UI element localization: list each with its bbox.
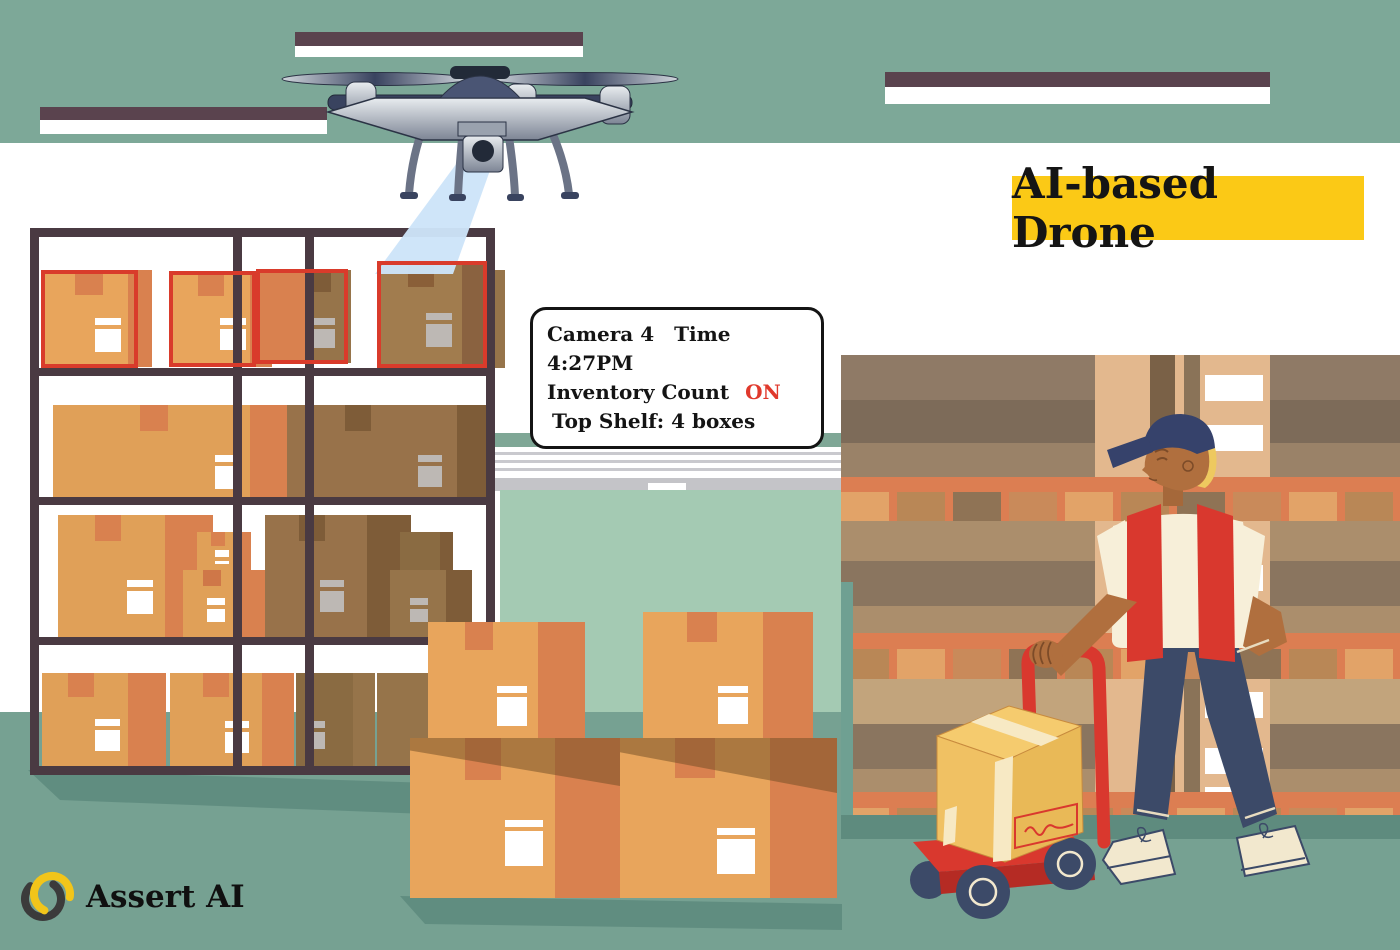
cardboard-box — [58, 515, 165, 637]
title-banner: AI-based Drone — [1012, 159, 1364, 257]
cardboard-box — [197, 532, 237, 570]
shelf-count-label: Top Shelf: 4 boxes — [552, 409, 756, 433]
cardboard-box — [45, 270, 128, 367]
cardboard-box — [428, 622, 538, 738]
ceiling-light — [295, 32, 583, 57]
camera-panel-line3: Top Shelf: 4 boxes — [547, 407, 809, 436]
cardboard-box — [42, 673, 128, 766]
inventory-label: Inventory Count — [547, 380, 730, 404]
inventory-status-badge: ON — [745, 380, 781, 404]
drone-camera — [462, 135, 504, 173]
assert-ai-logo: Assert AI — [16, 866, 245, 928]
drone-body — [325, 75, 635, 141]
scan-beam — [375, 148, 498, 274]
logo-text: Assert AI — [86, 879, 245, 915]
assert-ai-logo-icon — [21, 872, 74, 921]
cardboard-box — [400, 532, 440, 570]
banner-label: AI-based Drone — [1012, 159, 1218, 257]
worker-figure — [1029, 414, 1311, 886]
ceiling-light — [885, 72, 1270, 104]
cardboard-box — [265, 515, 367, 637]
cardboard-box — [53, 405, 250, 497]
hand-truck — [910, 642, 1111, 919]
floor-sliver — [841, 582, 853, 815]
camera-label: Camera 4 — [547, 322, 655, 346]
package-on-cart — [935, 705, 1084, 863]
rack-floor-shadow — [841, 815, 1400, 839]
cardboard-box — [257, 270, 305, 363]
cardboard-box — [643, 612, 763, 738]
worker-and-hand-truck — [910, 414, 1311, 919]
cardboard-box — [287, 405, 457, 497]
cardboard-box — [170, 673, 262, 766]
camera-panel-line2: Inventory Count ON — [547, 378, 809, 407]
cardboard-box — [183, 570, 239, 637]
drone — [281, 66, 679, 201]
time-label: Time 4:27PM — [547, 322, 731, 375]
ceiling-light — [40, 107, 327, 134]
box-label — [1205, 375, 1263, 401]
propellers — [281, 66, 679, 86]
